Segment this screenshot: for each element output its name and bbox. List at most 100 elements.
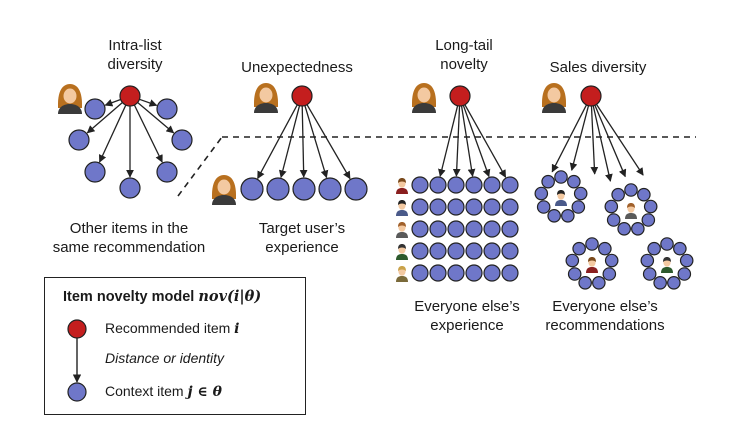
context-item-node bbox=[483, 198, 501, 216]
user-avatar-icon bbox=[396, 200, 408, 216]
separator-line bbox=[177, 136, 223, 197]
context-item-node bbox=[501, 242, 519, 260]
relation-arrow bbox=[462, 105, 491, 178]
relation-arrow bbox=[452, 105, 461, 177]
context-item-node bbox=[292, 177, 316, 201]
context-item-node bbox=[156, 161, 178, 183]
context-item-node bbox=[68, 129, 90, 151]
context-item-node bbox=[637, 187, 651, 202]
context-item-node bbox=[585, 237, 599, 251]
context-item-node bbox=[429, 176, 447, 194]
context-item-node bbox=[643, 199, 658, 214]
context-item-node bbox=[501, 220, 519, 238]
relation-arrow bbox=[257, 104, 298, 180]
context-item-node bbox=[465, 198, 483, 216]
context-item-node bbox=[429, 242, 447, 260]
relation-arrow bbox=[86, 102, 123, 134]
user-avatar-icon bbox=[396, 222, 408, 238]
user-avatar-icon bbox=[254, 83, 278, 113]
context-item-node bbox=[571, 200, 586, 214]
context-item-node bbox=[483, 220, 501, 238]
context-item-node bbox=[573, 186, 588, 201]
context-item-node bbox=[483, 242, 501, 260]
context-item-node bbox=[624, 183, 638, 197]
relation-arrow bbox=[438, 105, 459, 178]
intra-list-caption: Other items in the same recommendation bbox=[52, 220, 206, 256]
context-item-node bbox=[84, 161, 106, 183]
context-item-node bbox=[429, 264, 447, 282]
context-item-node bbox=[604, 199, 619, 214]
user-avatar-icon bbox=[396, 266, 408, 282]
context-item-node bbox=[565, 253, 580, 268]
intra-list-title: Intra-list diversity bbox=[107, 37, 163, 73]
sales-diversity-title: Sales diversity bbox=[549, 59, 647, 76]
relation-arrow bbox=[299, 105, 308, 178]
context-item-node bbox=[429, 220, 447, 238]
context-item-node bbox=[653, 275, 667, 290]
context-item-node bbox=[447, 198, 465, 216]
context-item-node bbox=[465, 220, 483, 238]
legend-recommended-label: Recommended item i bbox=[105, 320, 240, 337]
context-item-node bbox=[266, 177, 290, 201]
context-item-node bbox=[642, 267, 657, 281]
unexpectedness-title: Unexpectedness bbox=[241, 59, 353, 76]
context-item-node bbox=[647, 241, 661, 256]
context-item-node bbox=[534, 186, 549, 201]
context-item-node bbox=[677, 267, 692, 281]
context-item-node bbox=[447, 242, 465, 260]
context-item-node bbox=[679, 253, 694, 268]
context-item-node bbox=[501, 264, 519, 282]
legend-box: Item novelty model nov(i|θ) Recommended … bbox=[44, 277, 306, 415]
relation-arrow bbox=[98, 104, 127, 163]
recommended-item-node bbox=[119, 85, 141, 107]
context-item-node bbox=[344, 177, 368, 201]
user-avatar-icon bbox=[625, 203, 637, 219]
context-item-node bbox=[119, 177, 141, 199]
relation-arrow bbox=[594, 104, 627, 178]
context-item-node bbox=[541, 174, 555, 189]
context-item-node bbox=[483, 264, 501, 282]
relation-arrow bbox=[464, 104, 507, 178]
relation-arrow bbox=[133, 104, 163, 163]
unexpectedness-caption: Target user’s experience bbox=[258, 220, 346, 256]
context-item-node bbox=[604, 253, 619, 268]
user-avatar-icon bbox=[555, 190, 567, 206]
context-item-node bbox=[447, 176, 465, 194]
relation-arrow bbox=[551, 104, 588, 173]
sales-diversity-caption: Everyone else’s recommendations bbox=[545, 298, 665, 334]
context-item-node bbox=[572, 241, 586, 256]
context-item-node bbox=[411, 198, 429, 216]
context-item-node bbox=[673, 241, 687, 256]
context-item-node bbox=[592, 275, 606, 290]
context-item-node bbox=[660, 237, 674, 251]
legend-distance-label: Distance or identity bbox=[105, 350, 225, 366]
context-item-node bbox=[318, 177, 342, 201]
context-item-node bbox=[617, 221, 631, 236]
context-item-node bbox=[536, 200, 551, 214]
relation-arrow bbox=[569, 105, 590, 171]
context-item-node bbox=[483, 176, 501, 194]
relation-arrow bbox=[306, 104, 351, 180]
context-item-node bbox=[578, 275, 592, 290]
relation-arrow bbox=[590, 105, 599, 175]
relation-arrow bbox=[139, 98, 158, 107]
user-avatar-icon bbox=[396, 244, 408, 260]
context-item-node bbox=[547, 208, 561, 223]
relation-arrow bbox=[595, 103, 644, 176]
context-item-node bbox=[429, 198, 447, 216]
context-item-node bbox=[411, 242, 429, 260]
context-item-node bbox=[561, 208, 575, 223]
legend-title: Item novelty model nov(i|θ) bbox=[63, 288, 262, 305]
context-item-node bbox=[501, 176, 519, 194]
user-avatar-icon bbox=[586, 257, 598, 273]
context-item-node bbox=[567, 174, 581, 189]
user-avatar-icon bbox=[396, 178, 408, 194]
context-item-node bbox=[641, 213, 656, 227]
context-item-node bbox=[171, 129, 193, 151]
relation-arrow bbox=[304, 105, 329, 179]
context-item-node bbox=[501, 198, 519, 216]
relation-arrow bbox=[278, 105, 301, 179]
user-avatar-icon bbox=[212, 175, 236, 205]
context-item-node bbox=[611, 187, 625, 202]
